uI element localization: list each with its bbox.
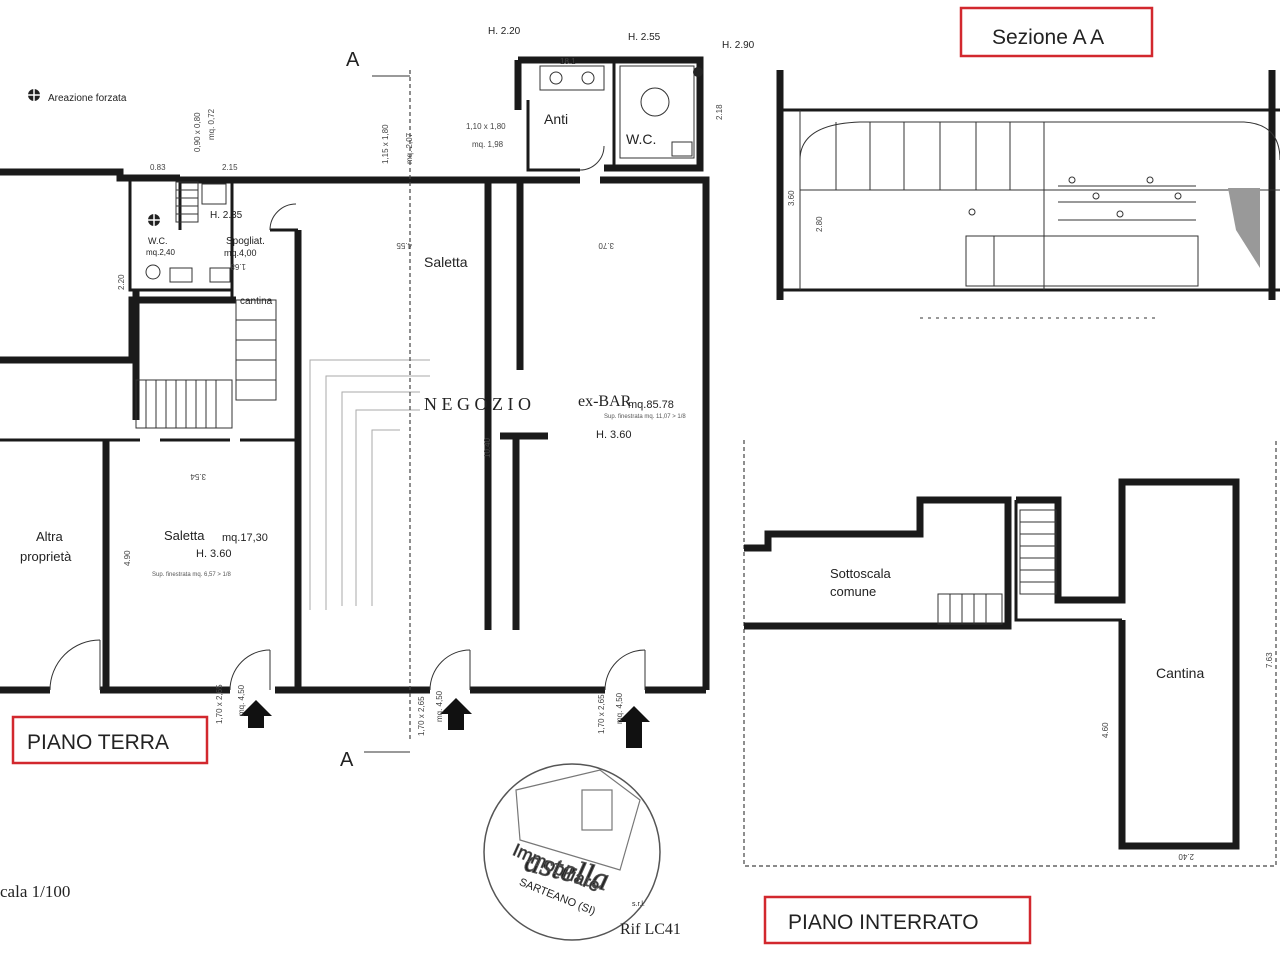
wc-left-area: mq.2,40 [146,248,175,257]
ramp-lines [309,359,430,610]
saletta-height: H. 3.60 [196,548,231,560]
fan-icon [28,89,40,101]
section-drawing: 3.60 2.80 [776,70,1280,319]
piano-terra-title: PIANO TERRA [27,731,169,754]
svg-text:4.60: 4.60 [1101,722,1110,738]
svg-text:1,10 x 1,80: 1,10 x 1,80 [466,122,506,131]
room-exbar: ex-BAR [578,393,632,410]
room-anti: Anti [544,111,568,127]
exbar-height: H. 3.60 [596,429,631,441]
piano-terra-box [11,715,209,765]
room-sottoscala-1: Sottoscala [830,566,891,581]
h220-label: H. 2.20 [488,26,521,37]
saletta-area: mq.17,30 [222,532,268,544]
svg-text:1,70 x 2,65: 1,70 x 2,65 [597,694,606,734]
sinks-icon [539,65,605,91]
room-saletta-top: Saletta [424,254,468,270]
svg-text:4.55: 4.55 [396,241,412,250]
room-altra-1: Altra [36,529,64,544]
exbar-area: mq.85.78 [628,399,674,411]
scale-label: cala 1/100 [0,882,70,901]
svg-text:1,15 x 1,80: 1,15 x 1,80 [381,124,390,164]
room-saletta-main: Saletta [164,528,205,543]
accessible-wc-icon [619,65,695,159]
h255-label: H. 2.55 [628,32,661,43]
svg-text:mq. 1,98: mq. 1,98 [472,140,504,149]
svg-text:mq. 4,50: mq. 4,50 [237,684,246,716]
svg-text:mq. 0,72: mq. 0,72 [207,108,216,140]
h290-label: H. 2.90 [722,40,755,51]
agency-stamp: astella Immobiliare s.r.l. SARTEANO (SI) [483,763,661,941]
piano-interrato-plan: 4.60 7.63 2.40 [743,440,1277,867]
exbar-window: Sup. finestrata mq. 11,07 > 1/8 [604,414,686,420]
svg-text:7.63: 7.63 [1265,652,1274,668]
room-altra-2: proprietà [20,549,72,564]
saletta-window: Sup. finestrata mq. 6,57 > 1/8 [152,572,232,578]
section-a-bottom-label: A [340,749,354,771]
piano-interrato-title: PIANO INTERRATO [788,911,979,934]
room-spogliat: Spogliat. [226,236,265,247]
svg-text:0.83: 0.83 [150,163,166,172]
svg-text:2.15: 2.15 [222,163,238,172]
sezione-title: Sezione A A [992,26,1104,49]
section-a-top-label: A [346,49,360,71]
svg-text:mq. 4,50: mq. 4,50 [615,692,624,724]
h235-label: H. 2.35 [210,210,243,221]
piano-terra-plan [0,56,710,753]
svg-text:mq. 4,50: mq. 4,50 [435,690,444,722]
dimension-labels: 0.83 2.15 0,90 x 0,80 mq. 0,72 1,15 x 1,… [117,57,724,736]
spogliat-area: mq.4,00 [224,248,257,258]
reference-label: Rif LC41 [620,921,681,938]
room-negozio: N E G O Z I O [424,394,531,414]
room-wc-left: W.C. [148,236,168,246]
svg-text:3.60: 3.60 [787,190,796,206]
svg-text:10.40: 10.40 [483,437,492,458]
stairs [135,181,277,429]
svg-text:1,70 x 2,65: 1,70 x 2,65 [215,684,224,724]
svg-text:1.68: 1.68 [230,262,246,271]
piano-interrato-box [763,895,1032,945]
svg-text:2.18: 2.18 [715,104,724,120]
areazione-label: Areazione forzata [48,93,127,104]
svg-text:2.80: 2.80 [815,216,824,232]
svg-text:mq. 2,07: mq. 2,07 [405,132,414,164]
svg-text:1,70 x 2,65: 1,70 x 2,65 [417,696,426,736]
svg-text:2.40: 2.40 [1178,852,1194,861]
svg-text:3.54: 3.54 [190,472,206,481]
fan-icon [148,214,160,226]
room-wc-right: W.C. [626,131,656,147]
svg-text:3.70: 3.70 [598,241,614,250]
fan-icon [693,67,703,77]
stamp-srl: s.r.l. [632,901,645,908]
room-sottoscala-2: comune [830,584,876,599]
toilet-icon [145,264,161,280]
svg-text:2.20: 2.20 [117,274,126,290]
entrance-arrow-icon [440,698,472,730]
room-cantina-small: cantina [240,296,273,307]
svg-text:0,90 x 0,80: 0,90 x 0,80 [193,112,202,152]
svg-text:4.90: 4.90 [123,550,132,566]
entrance-arrow-icon [618,706,650,748]
svg-text:18.1: 18.1 [560,57,576,66]
room-cantina: Cantina [1156,665,1204,681]
sezione-box [959,6,1154,58]
entrance-arrow-icon [240,700,272,728]
